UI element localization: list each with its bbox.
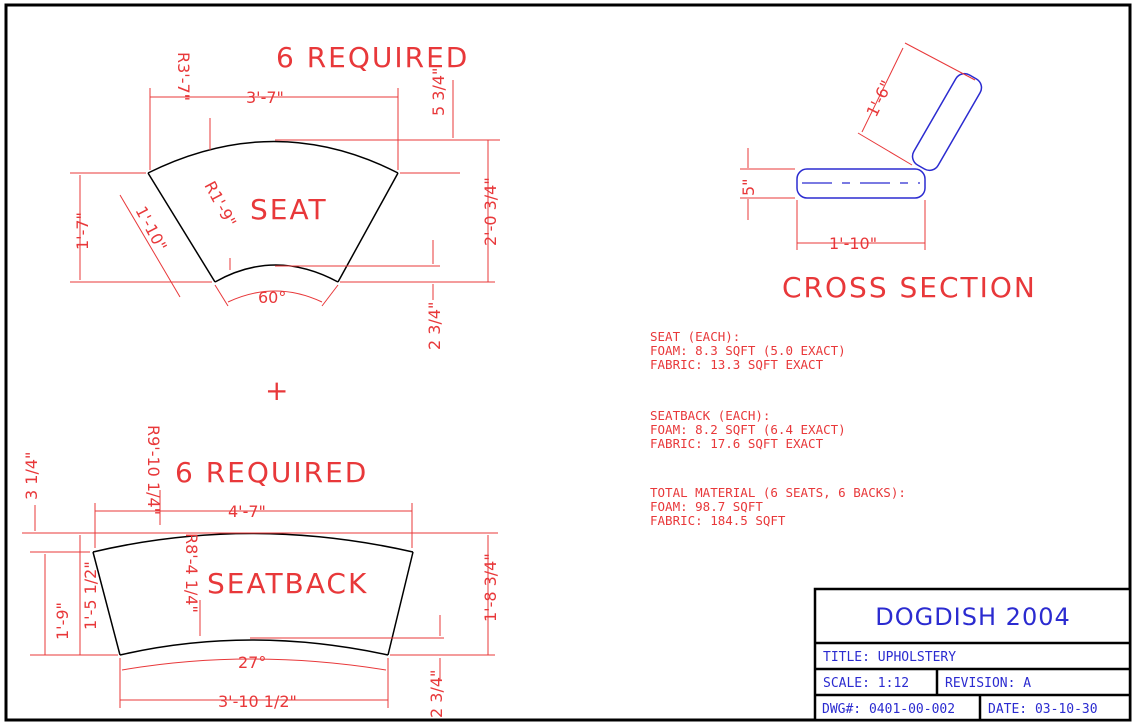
- seatback-dim-chord-bottom: 3'-10 1/2": [218, 692, 297, 711]
- plus-mark: +: [265, 374, 290, 407]
- seat-label: SEAT: [250, 193, 328, 226]
- note-seat-foam: FOAM: 8.3 SQFT (5.0 EXACT): [650, 343, 846, 358]
- seatback-inner-arc: [119, 639, 389, 656]
- seat-drawing: [70, 80, 500, 307]
- seatback-dim-left-b: 1'-5 1/2": [81, 561, 100, 630]
- note-total-fabric: FABRIC: 184.5 SQFT: [650, 513, 786, 528]
- cross-section-dim-width: 1'-10": [829, 234, 877, 253]
- seat-dim-left-height: 1'-7": [73, 212, 92, 250]
- seat-right-edge: [337, 172, 399, 283]
- seatback-drawing: [22, 490, 498, 708]
- seat-dim-top-rise: 5 3/4": [429, 68, 448, 116]
- title-block-scale: SCALE: 1:12: [823, 676, 909, 691]
- seat-dim-radius-outer: R3'-7": [174, 52, 193, 101]
- title-block: [813, 587, 1132, 722]
- material-notes: SEAT (EACH): FOAM: 8.3 SQFT (5.0 EXACT) …: [650, 329, 906, 528]
- seat-dim-side: 1'-10": [131, 203, 170, 254]
- seatback-outer-arc: [92, 532, 414, 553]
- cross-section-title: CROSS SECTION: [782, 271, 1037, 304]
- seat-dim-angle: 60°: [258, 288, 286, 307]
- cross-section-drawing: [740, 42, 983, 250]
- seatback-label: SEATBACK: [207, 567, 368, 600]
- title-block-project: DOGDISH 2004: [875, 603, 1071, 631]
- seat-dim-total-height: 2'-0 3/4": [481, 177, 500, 246]
- note-seatback-foam: FOAM: 8.2 SQFT (6.4 EXACT): [650, 422, 846, 437]
- seat-required-label: 6 REQUIRED: [276, 41, 469, 74]
- seatback-dim-radius-inner: R8'-4 1/4": [182, 533, 201, 613]
- title-block-date: DATE: 03-10-30: [988, 702, 1098, 717]
- seat-dim-chord-top: 3'-7": [246, 88, 284, 107]
- seat-outer-arc: [147, 140, 399, 174]
- note-seatback-fabric: FABRIC: 17.6 SQFT EXACT: [650, 436, 824, 451]
- note-seat-fabric: FABRIC: 13.3 SQFT EXACT: [650, 357, 824, 372]
- note-total-foam: FOAM: 98.7 SQFT: [650, 499, 763, 514]
- title-block-title: TITLE: UPHOLSTERY: [823, 650, 956, 665]
- cross-section-dim-back: 1'-6": [863, 77, 897, 119]
- seatback-left-edge: [92, 551, 121, 656]
- seatback-dim-radius-outer: R9'-10 1/4": [144, 425, 163, 515]
- seatback-right-edge: [387, 551, 414, 656]
- seatback-dim-bottom-rise: 2 3/4": [427, 670, 446, 718]
- cross-section-dim-thickness: 5": [739, 178, 758, 196]
- seatback-required-label: 6 REQUIRED: [175, 456, 368, 489]
- seat-inner-arc: [214, 264, 339, 283]
- note-seatback-heading: SEATBACK (EACH):: [650, 408, 770, 423]
- seat-dim-radius-inner: R1'-9": [200, 178, 240, 230]
- note-total-heading: TOTAL MATERIAL (6 SEATS, 6 BACKS):: [650, 485, 906, 500]
- seatback-dim-angle: 27°: [238, 653, 266, 672]
- title-block-dwg: DWG#: 0401-00-002: [822, 702, 955, 717]
- seatback-dim-top-rise: 3 1/4": [22, 452, 41, 500]
- seatback-dim-chord-top: 4'-7": [228, 502, 266, 521]
- seatback-dim-left-a: 1'-9": [53, 602, 72, 640]
- sheet-border: [4, 3, 1132, 722]
- seat-dim-bottom-rise: 2 3/4": [425, 302, 444, 350]
- seatback-dim-right-height: 1'-8 3/4": [481, 553, 500, 622]
- title-block-revision: REVISION: A: [945, 676, 1031, 691]
- cross-section-back-profile: [911, 72, 983, 172]
- seat-left-edge: [147, 172, 216, 283]
- note-seat-heading: SEAT (EACH):: [650, 329, 740, 344]
